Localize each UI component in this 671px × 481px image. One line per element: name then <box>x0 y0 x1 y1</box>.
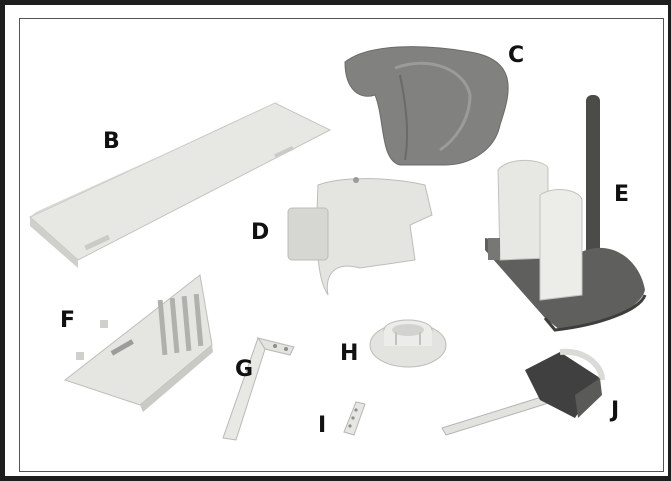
part-d-dust-chute <box>288 177 432 295</box>
part-g-bracket <box>223 338 294 440</box>
label-e: E <box>614 184 629 206</box>
part-e-table-with-post <box>485 95 645 330</box>
part-f-belt-guard <box>65 275 213 412</box>
label-b: B <box>103 131 120 153</box>
label-c: C <box>508 45 524 67</box>
part-j-miter-gauge <box>442 352 602 435</box>
label-f: F <box>60 310 75 332</box>
label-j: J <box>611 400 619 422</box>
part-b-shelf <box>30 100 330 268</box>
label-i: I <box>318 415 326 437</box>
part-c-sanding-belt <box>345 47 508 165</box>
label-g: G <box>235 359 253 381</box>
part-h-flange <box>370 320 446 367</box>
label-d: D <box>251 222 269 244</box>
part-i-plate <box>344 402 365 435</box>
label-h: H <box>340 343 358 365</box>
